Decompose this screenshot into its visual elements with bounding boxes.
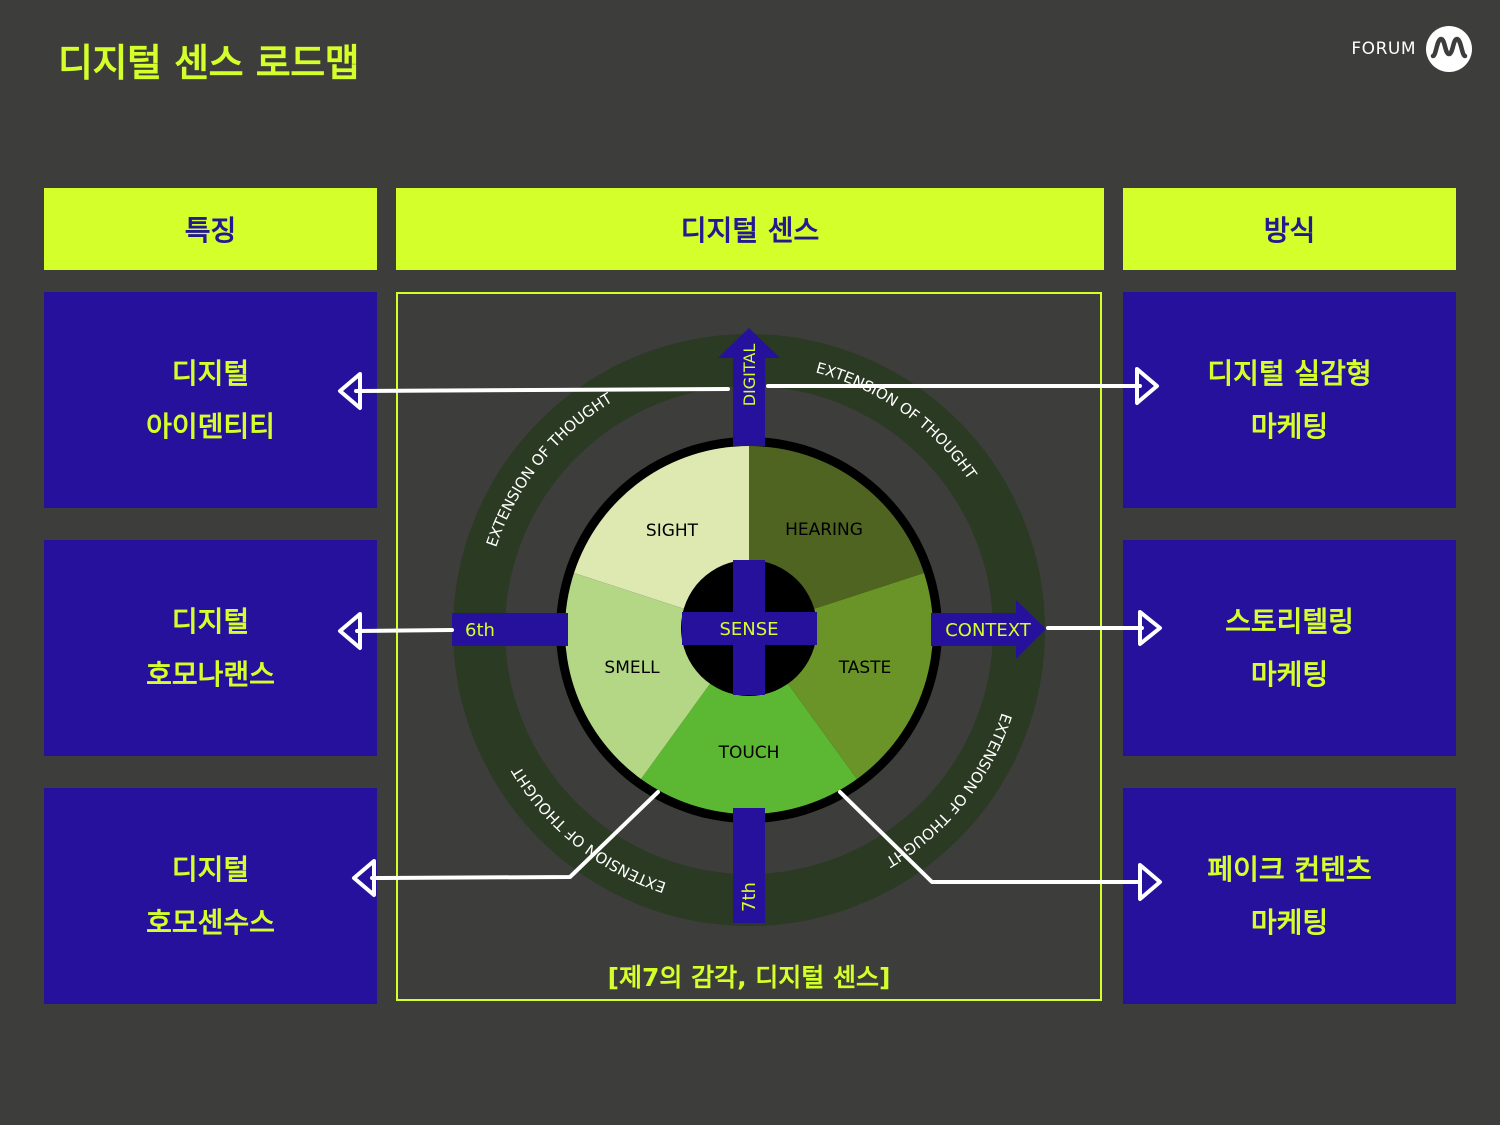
header-methods: 방식	[1123, 188, 1456, 270]
card-line: 마케팅	[1250, 658, 1329, 691]
arrowhead-fake-content-icon	[1138, 863, 1162, 901]
card-immersive-marketing: 디지털 실감형 마케팅	[1123, 292, 1456, 508]
brand: FORUM	[1351, 26, 1472, 72]
card-line: 디지털	[171, 853, 250, 886]
seventh-bar	[733, 808, 765, 923]
sixth-label: 6th	[465, 620, 495, 641]
connector-arrow-identity	[354, 387, 730, 393]
hearing-label: HEARING	[785, 520, 863, 540]
card-line: 디지털 실감형	[1207, 357, 1372, 390]
brand-text: FORUM	[1351, 39, 1416, 59]
card-storytelling-marketing: 스토리텔링 마케팅	[1123, 540, 1456, 756]
arrowhead-identity-icon	[338, 372, 362, 410]
header-features: 특징	[44, 188, 377, 270]
cross-horizontal-bar	[682, 612, 817, 645]
wave-m-logo-icon	[1426, 26, 1472, 72]
header-digital-sense: 디지털 센스	[396, 188, 1104, 270]
card-digital-identity: 디지털 아이덴티티	[44, 292, 377, 508]
digital-label: DIGITAL	[740, 344, 759, 407]
context-label: CONTEXT	[945, 620, 1032, 641]
card-digital-homo-sensus: 디지털 호모센수스	[44, 788, 377, 1004]
card-line: 아이덴티티	[146, 410, 275, 443]
arrowhead-sensus-icon	[352, 859, 376, 897]
card-line: 스토리텔링	[1225, 605, 1354, 638]
context-arrow	[931, 600, 1046, 659]
touch-wedge	[641, 630, 857, 815]
card-line: 호모나랜스	[146, 658, 275, 691]
connector-arrow-sensus	[370, 790, 660, 880]
card-line: 페이크 컨텐츠	[1207, 853, 1372, 886]
sight-label: SIGHT	[646, 521, 699, 541]
sixth-bar	[452, 613, 568, 646]
arrowhead-immersive-icon	[1135, 367, 1159, 405]
center-frame	[396, 292, 1102, 1001]
card-line: 호모센수스	[146, 906, 275, 939]
digital-arrow	[718, 328, 780, 446]
connector-arrow-fake-content	[838, 790, 1142, 884]
seventh-label: 7th	[739, 882, 760, 912]
sense-label: SENSE	[719, 619, 778, 640]
arrowhead-narrans-icon	[338, 612, 362, 650]
touch-label: TOUCH	[718, 743, 780, 763]
card-line: 디지털	[171, 605, 250, 638]
card-digital-homo-narrans: 디지털 호모나랜스	[44, 540, 377, 756]
diagram-caption: [제7의 감각, 디지털 센스]	[607, 963, 891, 992]
card-line: 디지털	[171, 357, 250, 390]
smell-label: SMELL	[604, 658, 660, 678]
taste-label: TASTE	[838, 658, 892, 678]
card-line: 마케팅	[1250, 410, 1329, 443]
page-title: 디지털 센스 로드맵	[58, 41, 360, 85]
card-line: 마케팅	[1250, 906, 1329, 939]
connector-arrow-narrans	[355, 628, 454, 633]
card-fake-content-marketing: 페이크 컨텐츠 마케팅	[1123, 788, 1456, 1004]
arrowhead-storytelling-icon	[1138, 610, 1162, 646]
